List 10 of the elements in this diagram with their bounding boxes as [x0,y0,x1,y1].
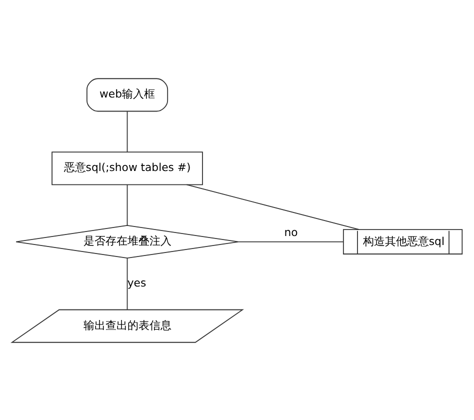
edge-label: no [284,225,298,238]
node-box: web输入框 [86,78,168,112]
node-box: 恶意sql(;show tables #) [52,151,203,185]
connector [126,110,128,152]
edge-label: yes [127,276,146,290]
node-diamond: 是否存在堆叠注入 [16,224,239,258]
connector [238,240,344,242]
connector [126,257,128,310]
connector [186,184,360,230]
connector [126,184,128,226]
